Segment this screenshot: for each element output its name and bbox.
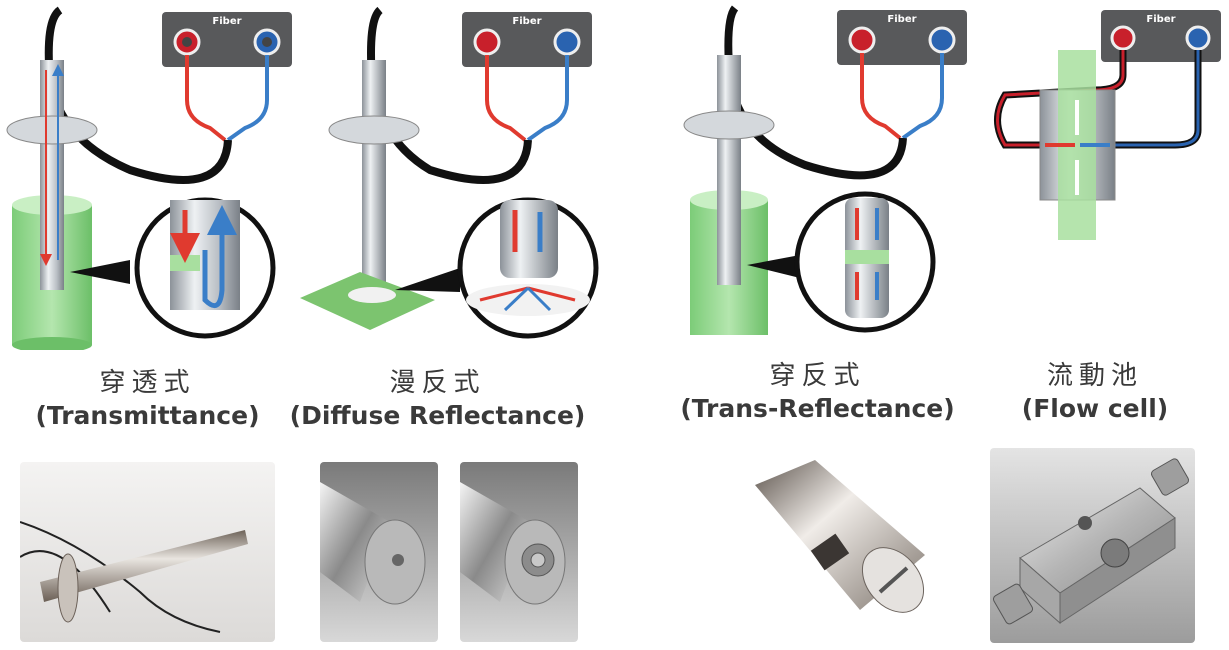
red-fiber (485, 55, 527, 142)
fiber-label: Fiber (1146, 14, 1175, 25)
probe-flange (6, 115, 98, 145)
transmittance-diagram: Fiber (6, 6, 292, 350)
flow-cell-photo (990, 448, 1195, 643)
black-cable (367, 6, 532, 184)
black-cable (44, 6, 232, 184)
diffuse-probe-photo-2 (460, 462, 578, 642)
fiber-out-port (848, 26, 876, 54)
spectrometer-box (462, 12, 592, 67)
spectrometer-box (837, 10, 967, 65)
red-fiber (860, 53, 902, 140)
fiber-in-port (1185, 25, 1211, 51)
caption-cn: 漫反式 (389, 368, 486, 398)
caption-cn: 穿透式 (99, 368, 196, 398)
flow-cell-diagram: Fiber (994, 10, 1221, 240)
caption-en: (Trans-Reflectance) (680, 394, 955, 423)
diffuse-reflectance-diagram: Fiber (300, 6, 599, 339)
fiber-out-port (473, 28, 501, 56)
black-cable (724, 5, 907, 180)
red-fiber (185, 55, 227, 142)
fiber-in-port (928, 26, 956, 54)
caption-en: (Transmittance) (35, 401, 260, 430)
diffuse-probe-photo-1 (320, 462, 438, 642)
trans-reflectance-diagram: Fiber (683, 5, 967, 335)
fiber-label: Fiber (512, 16, 541, 27)
fiber-out-port (1110, 25, 1136, 51)
caption-diffuse-reflectance: 漫反式 (Diffuse Reflectance) (280, 367, 595, 433)
fiber-in-port (553, 28, 581, 56)
blue-fiber (901, 53, 944, 140)
transmittance-probe-photo (20, 462, 275, 642)
caption-flow-cell: 流動池 (Flow cell) (990, 360, 1200, 426)
spectrometer-box (1101, 10, 1221, 62)
caption-cn: 穿反式 (769, 361, 866, 391)
caption-en: (Diffuse Reflectance) (289, 401, 586, 430)
zoom-arrow (70, 260, 130, 284)
blue-fiber (1115, 50, 1202, 149)
blue-fiber (226, 55, 269, 142)
caption-en: (Flow cell) (1021, 394, 1169, 423)
probe-flange (683, 110, 775, 140)
spectrometer-box (162, 12, 292, 67)
caption-trans-reflectance: 穿反式 (Trans-Reflectance) (665, 360, 970, 426)
trans-reflectance-probe-photo (755, 460, 945, 640)
caption-cn: 流動池 (1046, 361, 1143, 391)
probe-flange (328, 115, 420, 145)
zoom-arrow (395, 268, 460, 292)
zoom-arrow (747, 255, 800, 278)
caption-transmittance: 穿透式 (Transmittance) (20, 367, 275, 433)
fiber-label: Fiber (887, 14, 916, 25)
fiber-label: Fiber (212, 16, 241, 27)
blue-fiber (526, 55, 569, 142)
